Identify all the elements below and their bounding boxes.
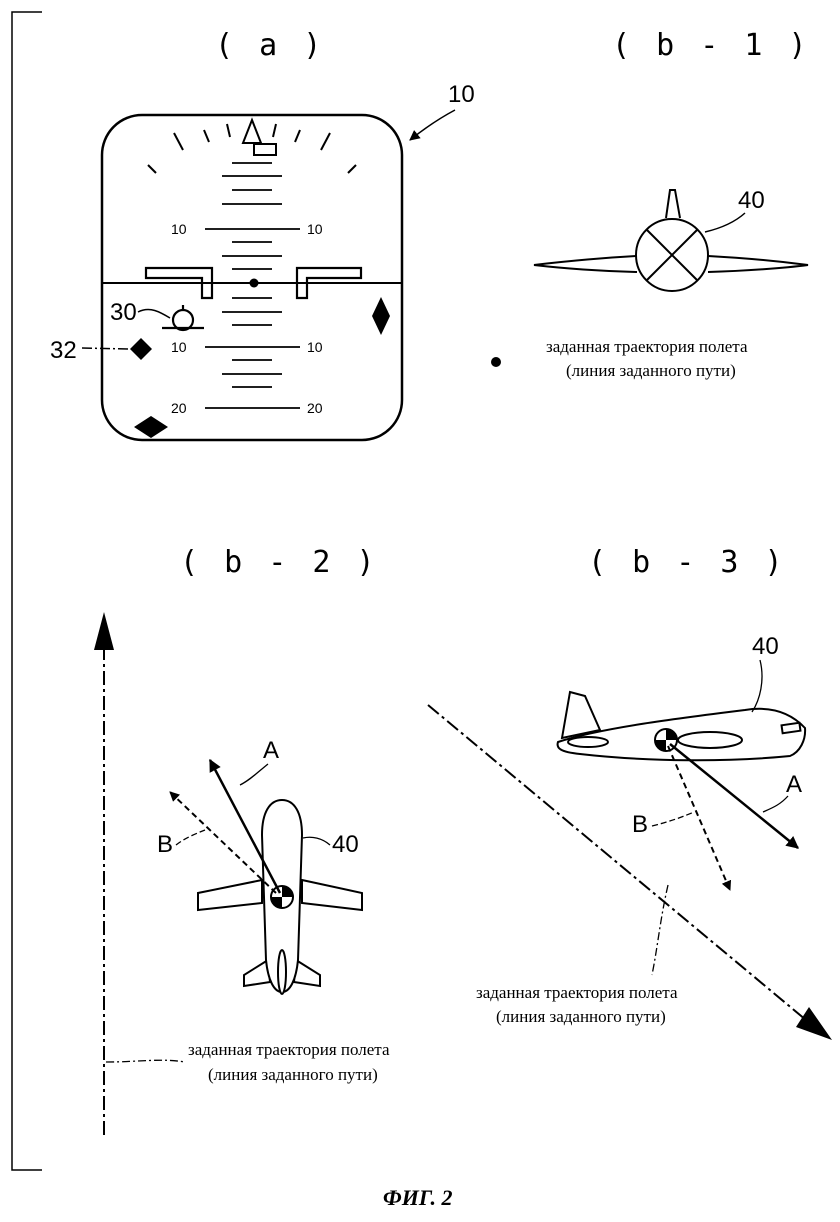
label-a-b2: A <box>263 737 279 764</box>
ref-40-b1-leader <box>704 212 746 233</box>
panel-b2-label: ( b - 2 ) <box>180 545 379 580</box>
label-a-b3-leader <box>762 795 789 813</box>
caption-b1-line2: (линия заданного пути) <box>566 361 736 380</box>
aircraft-symbol-icon <box>162 305 204 332</box>
ref-40-b3: 40 <box>752 633 779 660</box>
caption-b2-line2: (линия заданного пути) <box>208 1065 378 1084</box>
pitch-label-lower10-right: 10 <box>307 339 323 355</box>
label-a-b3: A <box>786 771 802 798</box>
diamond-marker-32 <box>130 338 152 360</box>
label-b-b2-leader <box>175 829 206 846</box>
label-b-b3-leader <box>651 811 695 827</box>
aircraft-top-view <box>197 798 363 995</box>
caption-b2-leader <box>105 1059 186 1063</box>
pitch-label-upper-left: 10 <box>171 221 187 237</box>
ref-40-b2: 40 <box>332 831 359 858</box>
ref-10: 10 <box>448 81 475 108</box>
panel-b1-label: ( b - 1 ) <box>612 28 811 63</box>
pitch-label-upper-right: 10 <box>307 221 323 237</box>
panel-a-label: ( a ) <box>215 28 325 63</box>
figure-title: ФИГ. 2 <box>383 1185 452 1210</box>
flight-path-dot <box>491 357 501 367</box>
pitch-label-lower20-right: 20 <box>307 400 323 416</box>
caption-b3-line1: заданная траектория полета <box>476 983 678 1002</box>
ref-40-b3-leader <box>751 659 763 713</box>
pitch-ladder <box>205 162 300 409</box>
flight-path-line-b3 <box>427 704 807 1021</box>
label-a-b2-leader <box>239 763 269 786</box>
diamond-marker-right <box>372 297 390 335</box>
pitch-label-lower10-left: 10 <box>171 339 187 355</box>
vector-a-b3 <box>669 743 799 849</box>
diamond-marker-bottom <box>134 416 168 438</box>
left-bracket <box>11 11 42 1171</box>
wing-reference-left <box>144 266 214 300</box>
flight-path-arrowhead-b2 <box>94 612 114 650</box>
caption-b3-leader <box>651 884 669 976</box>
label-b-b2: B <box>157 831 173 858</box>
vector-a-b2 <box>208 758 282 894</box>
caption-b2-line1: заданная траектория полета <box>188 1040 390 1059</box>
slip-indicator <box>253 143 277 156</box>
ref-40-b2-leader <box>302 836 331 846</box>
ref-10-leader <box>409 109 456 141</box>
ref-40-b1: 40 <box>738 187 765 214</box>
wing-reference-right <box>295 266 363 300</box>
panel-b3-label: ( b - 3 ) <box>588 545 787 580</box>
label-b-b3: B <box>632 811 648 838</box>
ref-30: 30 <box>110 299 137 326</box>
attitude-display: 10 10 10 10 20 20 <box>100 113 404 442</box>
caption-b1-line1: заданная траектория полета <box>546 337 748 356</box>
flight-path-arrowhead-b3 <box>796 1007 832 1040</box>
vector-b-b3 <box>667 745 732 891</box>
bank-pointer-icon <box>241 117 263 144</box>
center-dot <box>249 278 259 288</box>
ref-32: 32 <box>50 337 77 364</box>
aircraft-front-view <box>533 189 809 292</box>
ref-30-leader <box>137 308 171 319</box>
caption-b3-line2: (линия заданного пути) <box>496 1007 666 1026</box>
vector-b-b2 <box>169 791 277 894</box>
pitch-label-lower20-left: 20 <box>171 400 187 416</box>
display-frame <box>100 113 404 442</box>
bank-scale <box>147 123 357 174</box>
ref-32-leader <box>81 347 129 350</box>
aircraft-side-view <box>556 690 807 762</box>
